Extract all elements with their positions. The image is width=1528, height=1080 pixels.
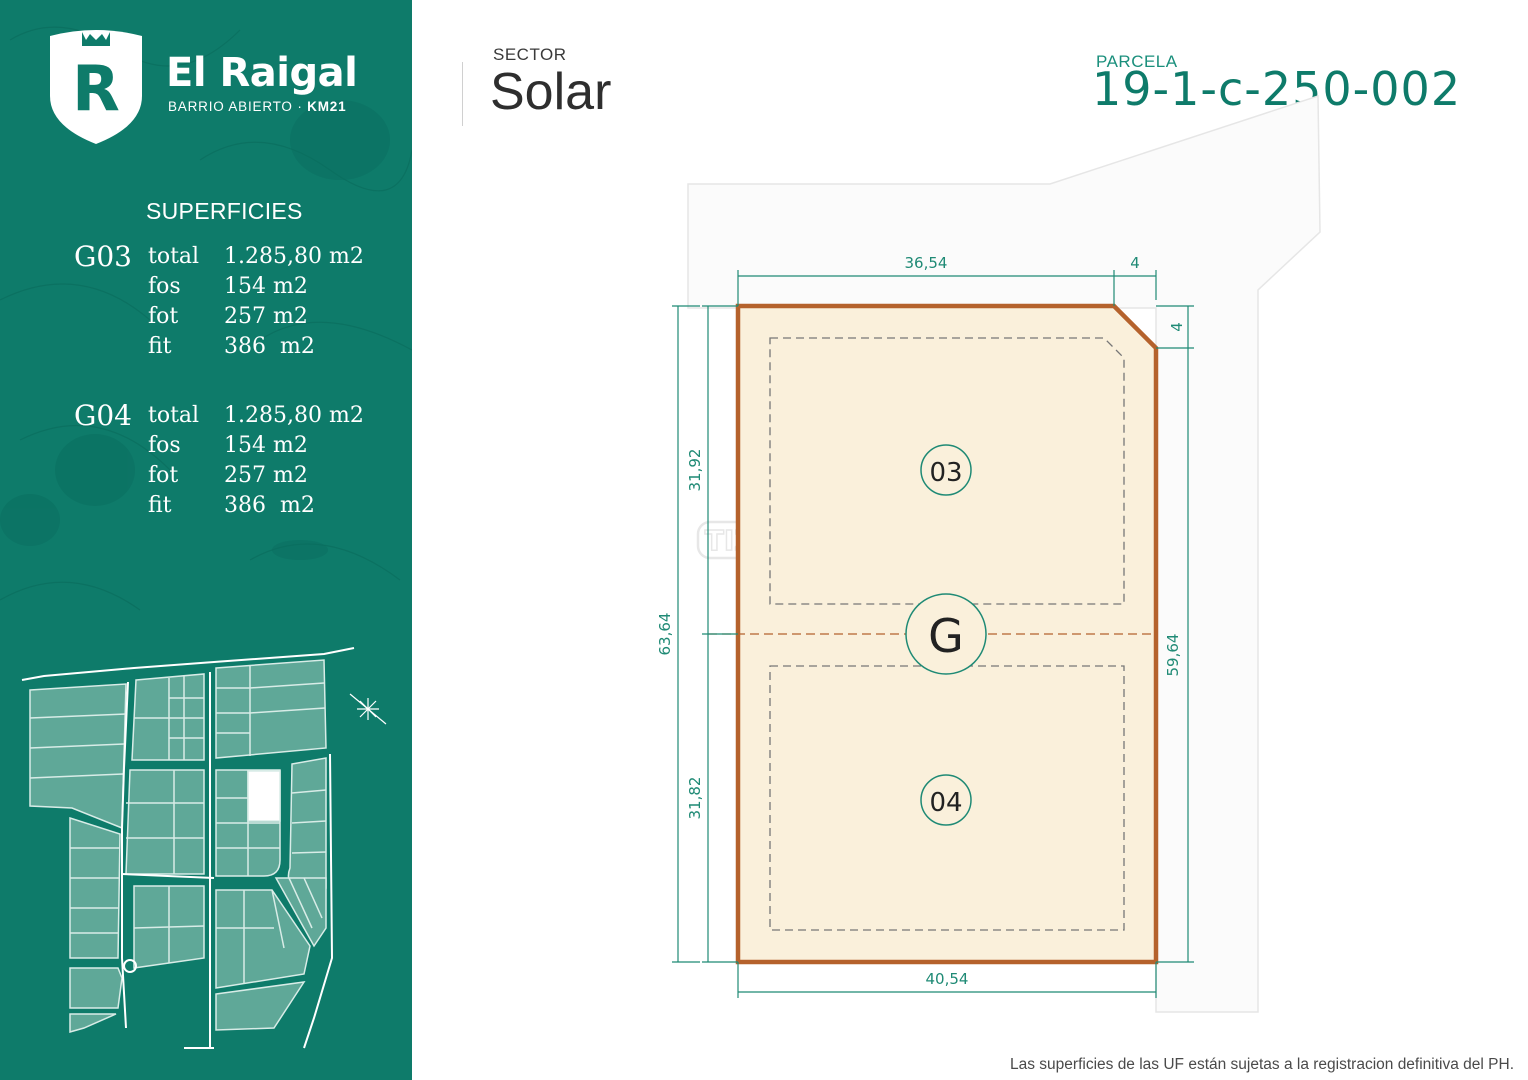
- neighborhood-minimap: [21, 647, 387, 1049]
- svg-text:04: 04: [929, 788, 962, 818]
- brand-subtitle-text: BARRIO ABIERTO: [168, 99, 293, 114]
- brand-name: El Raigal: [166, 50, 358, 96]
- parcela-code: 19-1-c-250-002: [1092, 62, 1462, 116]
- dim-upper-height: 31,92: [686, 449, 704, 492]
- info-panel: R El Raigal BARRIO ABIERTO · KM21 SUPERF…: [0, 0, 412, 1080]
- north-arrow-icon: [349, 693, 387, 725]
- dim-lower-height: 31,82: [686, 777, 704, 820]
- dim-bottom-width: 40,54: [926, 970, 969, 988]
- foliage-texture: [0, 26, 412, 611]
- el-raigal-logo-icon: R: [50, 30, 142, 144]
- dimension-labels: 36,54 4 4 31,92 31,82 63,64 59,64 40,54: [656, 254, 1186, 988]
- unit-code: G03: [74, 240, 132, 273]
- dim-right-total: 59,64: [1164, 634, 1182, 677]
- dim-top-chamfer: 4: [1130, 254, 1140, 272]
- footnote: Las superficies de las UF están sujetas …: [1010, 1056, 1514, 1073]
- dim-right-chamfer: 4: [1168, 322, 1186, 332]
- unit-code: G04: [74, 399, 132, 432]
- dim-top-width: 36,54: [905, 254, 948, 272]
- brand-subtitle-separator: ·: [297, 99, 303, 114]
- svg-text:G: G: [928, 609, 964, 663]
- lot-label-04: 04: [920, 774, 972, 826]
- brand-subtitle-km: KM21: [307, 99, 347, 114]
- sector-label: SECTOR: [493, 45, 567, 64]
- dimension-lines: [672, 270, 1194, 998]
- sector-name: Solar: [490, 63, 612, 121]
- svg-text:03: 03: [929, 458, 962, 488]
- brand-subtitle: BARRIO ABIERTO · KM21: [168, 99, 346, 114]
- lot-label-03: 03: [920, 444, 972, 496]
- parcela-label: PARCELA: [1096, 52, 1178, 71]
- envelope-03: [769, 337, 1125, 605]
- logo-letter: R: [72, 52, 120, 125]
- dim-left-total: 63,64: [656, 613, 674, 656]
- header-divider: [462, 62, 463, 126]
- group-label-g: G: [905, 593, 987, 675]
- superficies-title: SUPERFICIES: [146, 198, 303, 224]
